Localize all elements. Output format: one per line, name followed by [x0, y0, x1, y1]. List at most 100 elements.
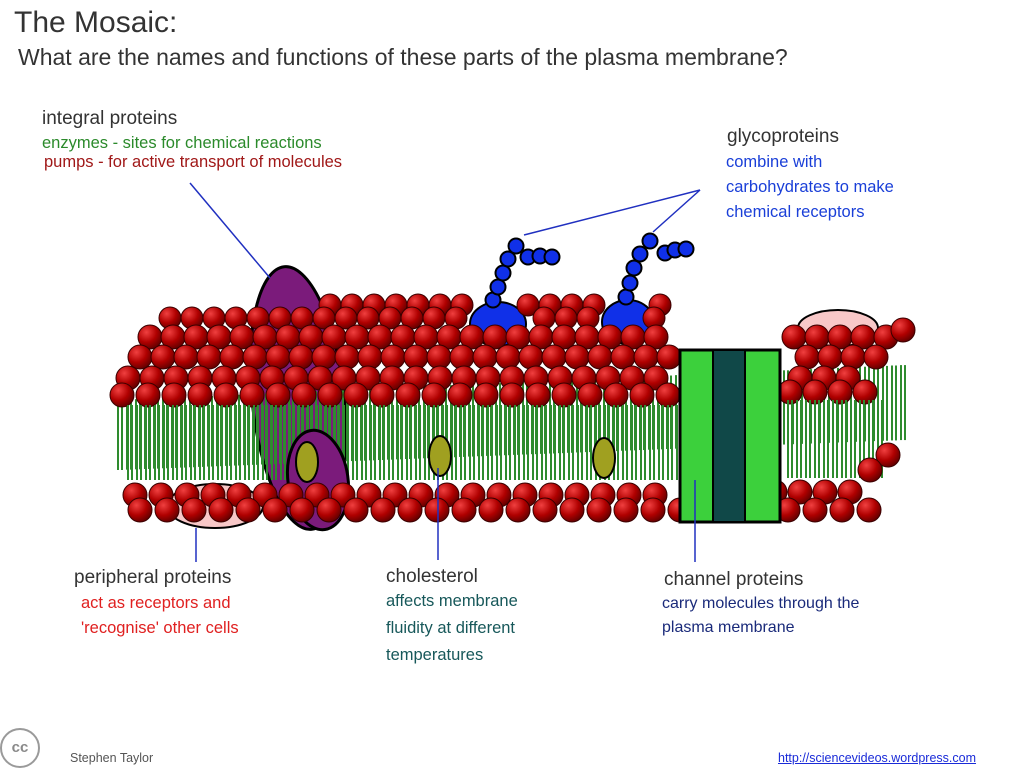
phosphate-head: [564, 344, 590, 370]
phosphate-head: [403, 344, 429, 370]
phosphate-head: [357, 344, 383, 370]
phosphate-head: [633, 344, 659, 370]
phosphate-head: [643, 324, 669, 350]
phosphate-head: [478, 497, 504, 523]
channel-proteins-label: channel proteins: [664, 569, 804, 590]
glyco-pointer-1: [523, 189, 701, 236]
integral-pointer: [189, 182, 271, 279]
phosphate-head: [187, 382, 213, 408]
phosphate-head: [262, 497, 288, 523]
peripheral-proteins-desc-2: 'recognise' other cells: [81, 619, 239, 637]
carbohydrate-unit: [494, 264, 512, 282]
peripheral-proteins-desc-1: act as receptors and: [81, 594, 231, 612]
carbohydrate-unit: [543, 248, 561, 266]
creative-commons-icon: cc: [0, 728, 40, 768]
phosphate-head: [173, 344, 199, 370]
phosphate-head: [370, 497, 396, 523]
glyco-pointer-2: [652, 189, 701, 233]
phosphate-head: [827, 379, 853, 405]
phosphate-head: [541, 344, 567, 370]
phosphate-head: [343, 497, 369, 523]
phosphate-head: [447, 382, 473, 408]
phosphate-head: [154, 497, 180, 523]
phosphate-head: [656, 344, 682, 370]
slide-subtitle: What are the names and functions of thes…: [18, 44, 788, 70]
carbohydrate-unit: [631, 245, 649, 263]
glycoproteins-label: glycoproteins: [727, 126, 839, 147]
cholesterol-desc-3: temperatures: [386, 646, 484, 664]
phosphate-head: [495, 344, 521, 370]
phosphate-head: [577, 382, 603, 408]
cholesterol-molecule: [592, 437, 616, 479]
phosphate-head: [288, 344, 314, 370]
cholesterol-label: cholesterol: [386, 566, 478, 587]
phosphate-head: [135, 382, 161, 408]
phosphate-head: [316, 497, 342, 523]
phosphate-head: [856, 497, 882, 523]
phosphate-head: [343, 382, 369, 408]
slide-title: The Mosaic:: [14, 6, 178, 39]
phosphate-head: [629, 382, 655, 408]
phosphate-head: [317, 382, 343, 408]
phosphate-head: [265, 344, 291, 370]
website-link[interactable]: http://sciencevideos.wordpress.com: [778, 751, 977, 765]
phosphate-head: [817, 344, 843, 370]
channel-pore: [712, 349, 746, 523]
carbohydrate-unit: [677, 240, 695, 258]
phosphate-head: [397, 497, 423, 523]
phosphate-head: [640, 497, 666, 523]
channel-proteins-desc-2: plasma membrane: [662, 619, 795, 636]
phosphate-head: [289, 497, 315, 523]
phosphate-head: [525, 382, 551, 408]
phosphate-head: [643, 365, 669, 391]
phosphate-head: [890, 317, 916, 343]
phosphate-head: [586, 497, 612, 523]
carbohydrate-unit: [507, 237, 525, 255]
cholesterol-molecule: [428, 435, 452, 477]
phosphate-head: [369, 382, 395, 408]
author-credit: Stephen Taylor: [70, 751, 154, 765]
carbohydrate-unit: [489, 278, 507, 296]
phosphate-head: [239, 382, 265, 408]
integral-proteins-desc-1: enzymes - sites for chemical reactions: [42, 134, 322, 152]
phosphate-head: [518, 344, 544, 370]
phosphate-head: [161, 382, 187, 408]
phosphate-head: [840, 344, 866, 370]
cholesterol-desc-2: fluidity at different: [386, 619, 516, 637]
phosphate-head: [613, 497, 639, 523]
phosphate-head: [505, 497, 531, 523]
phosphate-head: [777, 379, 803, 405]
phosphate-head: [380, 344, 406, 370]
glycoproteins-desc-2: carbohydrates to make: [726, 178, 894, 196]
carbohydrate-unit: [641, 232, 659, 250]
carbohydrate-unit: [625, 259, 643, 277]
phosphate-head: [451, 497, 477, 523]
phosphate-head: [875, 442, 901, 468]
phosphate-head: [472, 344, 498, 370]
phosphate-head: [291, 382, 317, 408]
phosphate-head: [213, 382, 239, 408]
carbohydrate-unit: [617, 288, 635, 306]
phosphate-head: [499, 382, 525, 408]
phosphate-head: [196, 344, 222, 370]
phosphate-head: [426, 344, 452, 370]
phosphate-head: [449, 344, 475, 370]
phosphate-head: [421, 382, 447, 408]
glycoproteins-desc-1: combine with: [726, 153, 823, 171]
cholesterol-desc-1: affects membrane: [386, 592, 518, 610]
phosphate-head: [473, 382, 499, 408]
phosphate-head: [127, 344, 153, 370]
phosphate-head: [787, 479, 813, 505]
phosphate-head: [150, 344, 176, 370]
phosphate-head: [794, 344, 820, 370]
phosphate-head: [208, 497, 234, 523]
phosphate-head: [603, 382, 629, 408]
integral-proteins-label: integral proteins: [42, 108, 178, 129]
phosphate-head: [551, 382, 577, 408]
phosphate-head: [559, 497, 585, 523]
phosphate-head: [532, 497, 558, 523]
phospholipid-bilayer: [109, 232, 916, 532]
phosphate-head: [242, 344, 268, 370]
channel-proteins-desc-1: carry molecules through the: [662, 595, 860, 612]
